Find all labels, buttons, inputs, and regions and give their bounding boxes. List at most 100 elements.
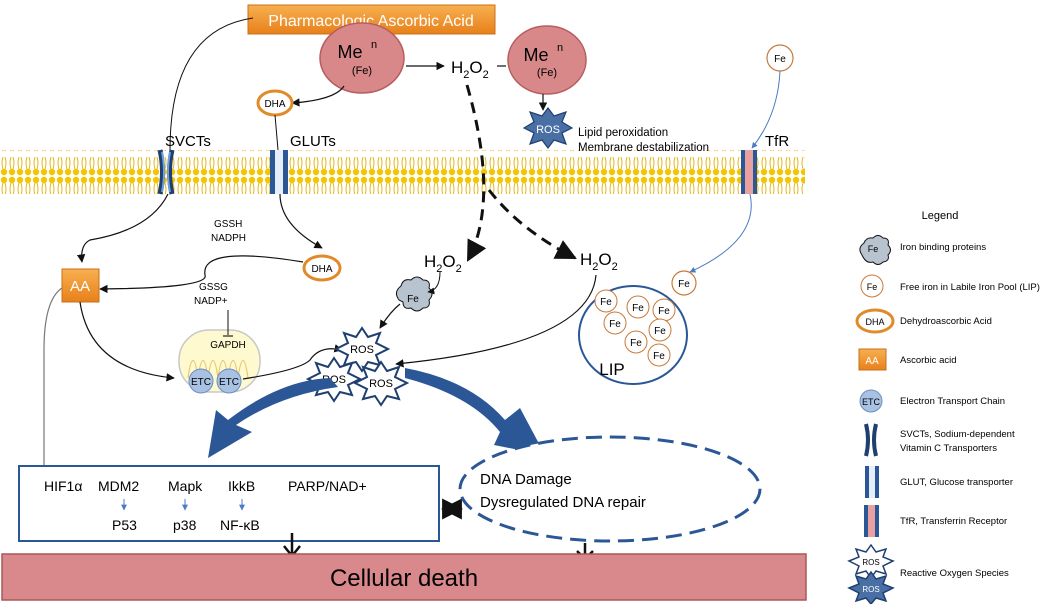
targets-box (18, 465, 440, 542)
target-mapk: Mapk (168, 478, 203, 494)
legend-icon-free-iron (860, 274, 884, 298)
h2o2-sub1: 2 (592, 261, 598, 273)
fe-label: Fe (600, 297, 612, 308)
arrow-h2o2-to-fe (427, 271, 441, 295)
legend-item-4: Electron Transport Chain (900, 396, 1005, 407)
fe-free-top: Fe (766, 44, 794, 72)
legend-item-3: Ascorbic acid (900, 355, 957, 366)
cell-membrane (0, 150, 805, 194)
metal-main-2: Me (523, 45, 548, 65)
legend-icon-ros-blue: ROS (847, 570, 895, 606)
metal-sub-2: (Fe) (537, 67, 557, 79)
legend-icon-glut (865, 466, 879, 498)
line-dha-to-glut (274, 114, 279, 151)
fe-label: Fe (868, 244, 879, 254)
legend-icon-svct (864, 423, 878, 457)
ros-star-top: ROS (522, 107, 574, 149)
line-box-to-svct (169, 17, 254, 151)
legend-item-0: Iron binding proteins (900, 242, 986, 253)
legend: Legend Fe Iron binding proteins Fe Free … (847, 210, 1040, 606)
cellular-death-bar: Cellular death (1, 553, 807, 601)
legend-title: Legend (922, 210, 959, 222)
legend-item-2: Dehydroascorbic Acid (900, 316, 992, 327)
svct-transporter (157, 149, 175, 195)
ros-label: ROS (862, 558, 879, 567)
fe-label: Fe (654, 326, 666, 337)
arrow-fe-to-ros (379, 303, 401, 329)
h2o2-o: O (469, 58, 482, 77)
svg-text:H2O2: H2O2 (580, 250, 618, 273)
legend-item-8: TfR, Transferrin Receptor (900, 516, 1007, 527)
dha-label: DHA (311, 264, 332, 275)
legend-item-9: Reactive Oxygen Species (900, 568, 1009, 579)
metal-sup-1: n (371, 39, 377, 51)
ros-effect-1: Lipid peroxidation (578, 127, 668, 139)
legend-item-1: Free iron in Labile Iron Pool (LIP) (900, 282, 1040, 293)
target-nfkb: NF-κB (220, 517, 260, 533)
ros-label: ROS (350, 344, 374, 356)
metal-ion-2: Me n (Fe) (507, 25, 587, 95)
ros-effect-2: Membrane destabilization (578, 142, 709, 154)
legend-item-5: SVCTs, Sodium-dependent (900, 429, 1015, 440)
target-hif: HIF1α (44, 478, 82, 494)
arrow-tfr-to-fe (689, 193, 752, 273)
legend-icon-tfr (864, 505, 879, 537)
big-arrow-ros-to-dna (405, 368, 545, 455)
h2o2-mid-right: H2O2 (580, 250, 618, 273)
fe-free-mid: Fe (671, 270, 697, 296)
h2o2-sub2: 2 (483, 69, 489, 81)
fe-label: Fe (630, 338, 642, 349)
arrow-aa-to-etc (79, 301, 175, 382)
fe-label: Fe (653, 351, 665, 362)
h2o2-h: H (580, 250, 592, 269)
ros-star-3: ROS (352, 360, 410, 407)
target-p38: p38 (173, 517, 197, 533)
arrow-lip-to-ros (395, 274, 597, 368)
h2o2-o: O (442, 252, 455, 271)
arrow-dha-to-aa (99, 255, 304, 294)
gssh-label: GSSH (214, 219, 242, 230)
h2o2-sub1: 2 (463, 69, 469, 81)
fe-label: Fe (407, 294, 419, 305)
svct-label: SVCTs (165, 133, 211, 150)
fe-label: Fe (658, 306, 670, 317)
glut-label: GLUTs (290, 133, 336, 150)
fe-label: Fe (867, 282, 878, 292)
dha-mid: DHA (302, 254, 342, 282)
dashed-arrow-h2o2-right (487, 189, 577, 260)
target-ikkb: IkkB (228, 478, 255, 494)
h2o2-h: H (424, 252, 436, 271)
fe-label: Fe (609, 319, 621, 330)
labile-iron-pool: LIP Fe Fe Fe Fe Fe Fe Fe (578, 285, 688, 385)
legend-icon-iron-binding (859, 235, 891, 265)
etc-label: ETC (219, 377, 239, 388)
ros-label: ROS (862, 585, 879, 594)
metal-sub-1: (Fe) (352, 65, 372, 77)
target-parp: PARP/NAD+ (288, 478, 367, 494)
lip-label: LIP (599, 360, 625, 379)
arrow-etc-to-ros (242, 344, 343, 380)
arrow-svct-to-aa (76, 193, 169, 263)
dna-line-2: Dysregulated DNA repair (480, 494, 646, 511)
cellular-death-label: Cellular death (330, 565, 478, 592)
metal-main-1: Me (337, 42, 362, 62)
arrow-me-to-dha (291, 85, 345, 107)
nadph-label: NADPH (211, 233, 246, 244)
svg-text:H2O2: H2O2 (424, 252, 462, 275)
fe-label: Fe (632, 303, 644, 314)
arrow-fe-to-tfr (751, 70, 781, 149)
dha-top: DHA (256, 89, 294, 117)
target-p53: P53 (112, 517, 137, 533)
dna-damage-ellipse: DNA Damage Dysregulated DNA repair (458, 435, 762, 543)
metal-sup-2: n (557, 42, 563, 54)
h2o2-sub1: 2 (436, 263, 442, 275)
aa-label: AA (70, 278, 90, 295)
legend-icon-etc (859, 389, 883, 413)
etc-label: ETC (862, 397, 881, 407)
h2o2-sub2: 2 (612, 261, 618, 273)
tfr-label: TfR (765, 133, 789, 150)
legend-item-7: GLUT, Glucose transporter (900, 477, 1013, 488)
aa-label: AA (865, 356, 879, 367)
